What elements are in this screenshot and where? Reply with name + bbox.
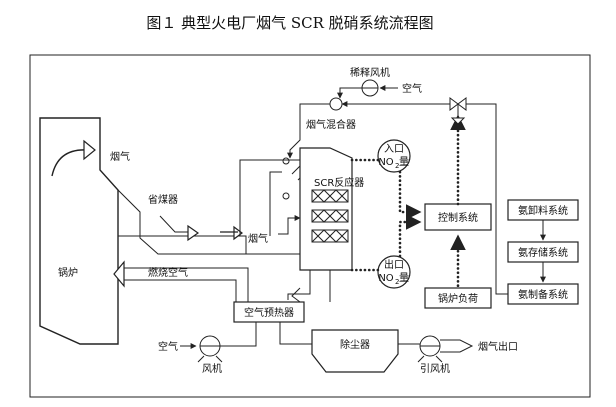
fan-label: 风机 [202,362,222,375]
dilution-air-label: 空气 [402,82,422,95]
inlet-no2-subscript: 2 [395,162,399,170]
boiler-flue-gas-label: 烟气 [110,150,130,163]
dust-collector-body [311,329,399,373]
outlet-no2-meter [377,255,411,289]
combustion-air-label: 燃烧空气 [148,266,188,279]
control-system-label: 控制系统 [438,211,478,224]
boiler-load-label: 锅炉负荷 [438,292,478,305]
ammonia-prep-label: 氨制备系统 [518,288,568,301]
outlet-no2-line2: NO [378,273,393,284]
dilution-fan-label: 稀释风机 [350,66,390,79]
fan-details [197,345,223,363]
catalyst-layer-3 [311,229,349,243]
economizer-arrowhead [187,224,200,242]
flue-gas-mixer-icon [329,97,343,111]
air-preheater-label: 空气预热器 [244,306,294,319]
flue-arrow-mid [220,225,243,241]
riser-inner [269,171,282,236]
outlet-no2-line2b: 量 [399,272,409,284]
inlet-no2-meter [377,139,411,173]
injection-point-mid [282,192,290,200]
scr-outlet-duct [287,270,311,300]
economizer-bend [159,215,192,233]
catalyst-hatching [311,189,349,243]
outlet-arrowhead [440,339,474,353]
air-preheater-box [233,301,305,323]
inlet-to-control [398,170,422,220]
flue-gas-outlet-label: 烟气出口 [478,340,518,353]
ammonia-unload-label: 氨卸料系统 [518,204,568,217]
ammonia-storage-label: 氨存储系统 [518,246,568,259]
fan-air-in-label: 空气 [158,340,178,353]
inlet-no2-line2: NO [378,157,393,168]
economizer-label: 省煤器 [148,193,178,206]
scr-reactor-label: SCR反应器 [314,176,364,189]
combustion-air-duct [118,267,249,302]
valve-actuator [450,104,466,125]
outlet-to-control [398,214,422,258]
boiler-load-box [424,287,492,309]
boiler-gas-arrowhead [83,139,96,161]
ammonia-supply-line [466,103,508,295]
induced-fan-details [417,345,443,363]
flue-gas-mixer-label: 烟气混合器 [306,118,356,131]
dust-collector-label: 除尘器 [340,338,370,351]
scr-outlet-arrow [291,287,301,303]
fan-to-preheater [220,322,257,347]
scr-reactor-body [299,147,353,271]
mixer-to-injection [287,103,330,159]
boiler-body [39,117,119,345]
control-system-box [424,203,492,231]
economizer-duct-lower [117,189,247,255]
induced-fan-label: 引风机 [420,362,450,375]
flue-gas-mid-label: 烟气 [248,232,268,245]
figure-title: 图１ 典型火电厂烟气 SCR 脱硝系统流程图 [146,14,433,32]
inlet-no2-line2b: 量 [399,156,409,168]
outlet-no2-subscript: 2 [395,278,399,286]
boiler-gas-curve [51,149,89,177]
flue-gas-mid-arrow [278,215,301,235]
preheater-to-dust [279,322,312,345]
outer-frame [29,54,591,398]
inlet-no2-line1: 入口 [384,144,404,155]
dilution-to-mixer [337,87,362,99]
combustion-air-arrowhead [113,260,125,288]
boiler-label: 锅炉 [58,267,78,279]
injection-point-top [282,157,290,165]
outlet-no2-line1: 出口 [384,258,404,271]
catalyst-layer-2 [311,209,349,223]
catalyst-layer-1 [311,189,349,203]
